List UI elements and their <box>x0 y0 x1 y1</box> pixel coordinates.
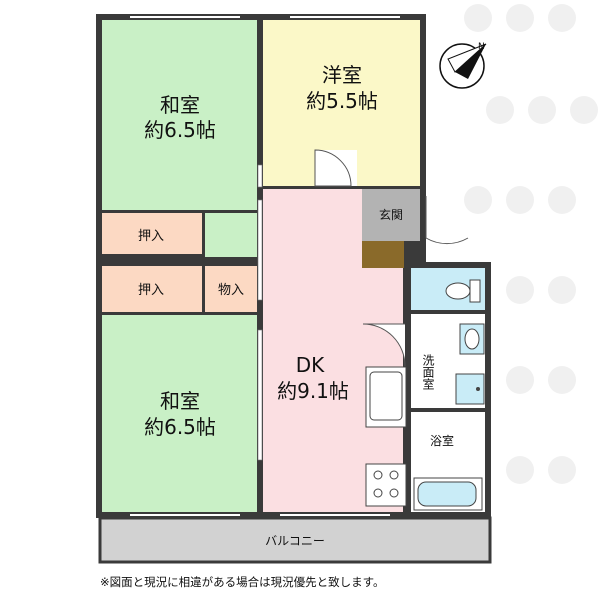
tree-logo-icon <box>464 186 576 214</box>
label-yokushitsu: 浴室 <box>430 433 454 448</box>
label-oshiire-bottom: 押入 <box>138 283 164 298</box>
balcony <box>98 516 492 564</box>
tree-logo-icon <box>506 366 576 394</box>
label-dk-name: DK <box>296 353 325 377</box>
label-washitsu-top-name: 和室 <box>160 93 200 117</box>
room-washitsu-top <box>102 20 257 210</box>
washbasin-icon <box>459 323 485 355</box>
label-genkan: 玄関 <box>379 207 403 222</box>
label-balcony: バルコニー <box>265 534 325 548</box>
room-washitsu-bottom <box>102 315 257 512</box>
toilet-icon <box>445 279 481 303</box>
sliding-door <box>257 164 263 188</box>
tree-logo-icon <box>506 456 576 484</box>
room-washitsu-top-alcove <box>205 213 257 257</box>
bathtub-icon <box>413 477 483 511</box>
disclaimer-note: ※図面と現況に相違がある場合は現況優先と致します。 <box>100 575 385 589</box>
sink-icon <box>365 366 407 428</box>
label-washitsu-bottom-name: 和室 <box>160 389 200 413</box>
door-swing <box>314 149 357 187</box>
stove-icon <box>365 463 407 507</box>
label-washitsu-bottom-size: 約6.5帖 <box>144 415 216 439</box>
label-senmenshitsu: 洗面室 <box>421 354 435 390</box>
label-mono-ire: 物入 <box>218 283 244 298</box>
svg-text:N: N <box>478 42 485 52</box>
room-oshiire-bottom <box>102 266 202 312</box>
room-genkan <box>362 189 420 241</box>
label-dk-size: 約9.1帖 <box>277 379 349 403</box>
sliding-door <box>257 329 263 461</box>
sliding-door <box>257 199 263 301</box>
shoe-box <box>362 241 404 268</box>
label-yoshitsu-name: 洋室 <box>322 63 362 87</box>
label-oshiire-top: 押入 <box>138 229 164 244</box>
door-swing <box>425 196 469 245</box>
washing-machine-icon <box>455 373 485 405</box>
room-oshiire-top <box>102 213 202 257</box>
watermark-logos <box>464 4 598 484</box>
door-swing <box>362 323 406 367</box>
room-mono-ire <box>205 266 257 312</box>
compass-icon: N <box>439 42 487 89</box>
tree-logo-icon <box>486 96 598 124</box>
label-washitsu-top-size: 約6.5帖 <box>144 118 216 142</box>
tree-logo-icon <box>464 4 576 32</box>
tree-logo-icon <box>506 276 576 304</box>
label-yoshitsu-size: 約5.5帖 <box>306 89 378 113</box>
